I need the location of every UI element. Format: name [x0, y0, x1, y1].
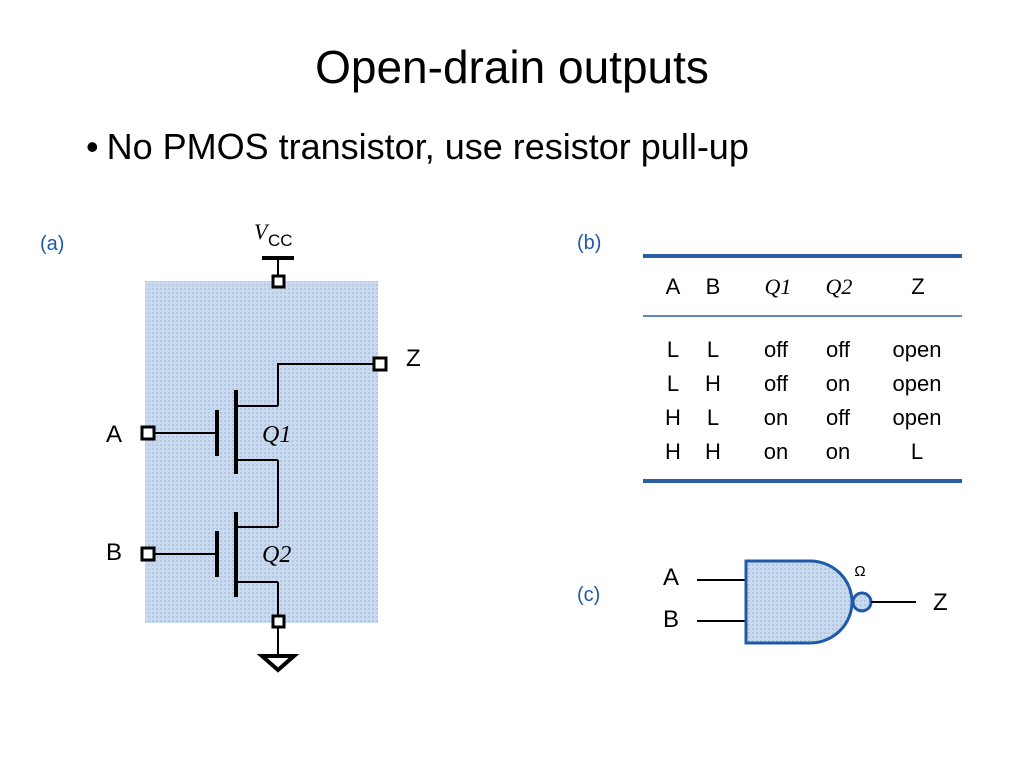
header-q2: Q2	[826, 274, 853, 299]
bullet-text: No PMOS transistor, use resistor pull-up	[106, 126, 749, 167]
cell: off	[826, 337, 851, 362]
header-a: A	[666, 274, 681, 299]
cell: on	[826, 439, 850, 464]
input-terminal-b	[140, 546, 156, 562]
cell: on	[764, 405, 788, 430]
table-row: H H on on L	[665, 439, 923, 464]
cell: on	[764, 439, 788, 464]
panel-c-gate-symbol: (c) A B Ω Z	[577, 559, 948, 645]
vcc-subscript: CC	[268, 231, 293, 250]
table-row: L L off off open	[667, 337, 942, 362]
header-z: Z	[911, 274, 924, 299]
bullet-point: •No PMOS transistor, use resistor pull-u…	[86, 126, 749, 168]
cell: open	[893, 405, 942, 430]
cell: open	[893, 337, 942, 362]
panel-a-schematic: (a) V CC Z A Q1 B Q2	[40, 219, 421, 673]
cell: off	[764, 337, 789, 362]
header-q1: Q1	[765, 274, 792, 299]
cell: H	[705, 371, 721, 396]
inversion-bubble-icon	[851, 591, 873, 613]
cell: H	[705, 439, 721, 464]
nand-gate-icon	[744, 559, 854, 645]
header-b: B	[706, 274, 721, 299]
table-header-row: A B Q1 Q2 Z	[666, 274, 925, 299]
circuit-background	[145, 281, 378, 623]
cell: open	[893, 371, 942, 396]
cell: H	[665, 405, 681, 430]
panel-b-truth-table: (b) A B Q1 Q2 Z L L off off open L H off…	[577, 232, 962, 483]
output-wire	[277, 363, 374, 406]
input-terminal-a	[140, 425, 156, 441]
cell: L	[707, 337, 719, 362]
panel-b-label: (b)	[577, 232, 601, 254]
cell: off	[764, 371, 789, 396]
slide-title: Open-drain outputs	[315, 41, 709, 93]
table-row: H L on off open	[665, 405, 941, 430]
cell: off	[826, 405, 851, 430]
cell: L	[667, 337, 679, 362]
q2-label: Q2	[262, 542, 291, 568]
panel-c-label: (c)	[577, 584, 600, 606]
open-drain-mark: Ω	[854, 563, 865, 580]
output-label-z: Z	[406, 345, 421, 372]
gate-input-label-b: B	[663, 606, 679, 633]
gate-input-label-a: A	[663, 564, 679, 591]
q1-label: Q1	[262, 422, 291, 448]
cell: L	[911, 439, 923, 464]
bullet-marker: •	[86, 126, 99, 167]
cell: H	[665, 439, 681, 464]
input-label-b: B	[106, 539, 122, 566]
output-terminal-z	[372, 356, 388, 372]
panel-a-label: (a)	[40, 233, 64, 255]
cell: L	[707, 405, 719, 430]
cell: L	[667, 371, 679, 396]
input-label-a: A	[106, 421, 122, 448]
table-row: L H off on open	[667, 371, 942, 396]
cell: on	[826, 371, 850, 396]
gate-output-label-z: Z	[933, 589, 948, 616]
ground-icon	[256, 654, 300, 673]
vcc-terminal	[271, 274, 286, 289]
ground-terminal	[271, 614, 286, 629]
vcc-label: V	[254, 219, 270, 244]
